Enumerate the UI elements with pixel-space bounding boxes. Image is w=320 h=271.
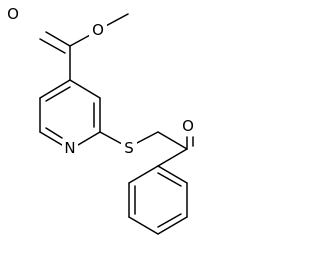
bond-ester-c-to-o-ether xyxy=(69,33,93,47)
pyridine-bond-c6-n xyxy=(39,131,63,146)
ester-group xyxy=(39,13,129,81)
phenyl-bond-3 xyxy=(157,216,188,235)
chemical-structure-diagram: O O N S O xyxy=(4,5,197,235)
pyridine-bond-c4-c5 xyxy=(39,79,71,99)
bond-s-to-ch2 xyxy=(134,131,159,145)
phenyl-bond-4 xyxy=(128,216,159,235)
bond-ester-c-o-double-2 xyxy=(39,38,66,54)
phenyl-bond-6 xyxy=(128,165,159,184)
phenyl-inner-bond-2 xyxy=(157,213,182,228)
atom-label-o-ether: O xyxy=(92,21,104,39)
thioether-ketone-chain xyxy=(99,131,194,167)
pyridine-inner-bond-c4-c5 xyxy=(45,86,71,102)
bond-c-ketone-to-phenyl xyxy=(157,148,188,167)
pyridine-ring xyxy=(39,79,101,146)
atom-labels: O O N S O xyxy=(4,5,197,157)
phenyl-bond-1 xyxy=(157,165,188,184)
atom-label-n-pyridine: N xyxy=(64,139,75,157)
bond-c2-to-s xyxy=(99,131,123,145)
bond-ester-c-o-double-1 xyxy=(45,31,71,47)
phenyl-inner-bond-1 xyxy=(157,172,182,187)
pyridine-bond-c3-c4 xyxy=(69,79,101,99)
atom-label-o-carbonyl-ester: O xyxy=(7,5,19,23)
atom-label-o-ketone: O xyxy=(182,117,194,135)
bond-ch2-to-c-ketone xyxy=(157,131,188,150)
pyridine-bond-n-c2 xyxy=(77,131,101,146)
phenyl-ring xyxy=(128,165,188,235)
atom-label-s-thioether: S xyxy=(124,139,134,157)
pyridine-inner-bond-c6-n xyxy=(45,127,63,139)
